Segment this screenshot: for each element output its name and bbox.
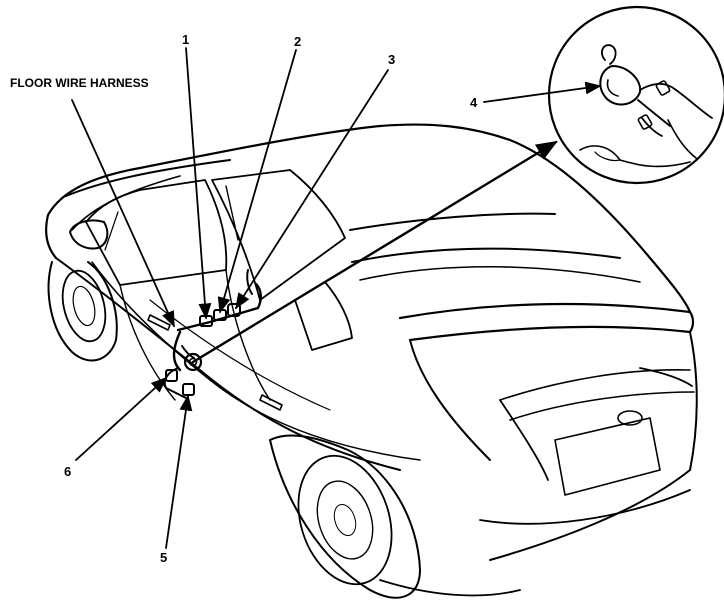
leader-lines (71, 47, 602, 549)
callout-1: 1 (182, 32, 189, 47)
connector-6 (165, 369, 178, 382)
ground-terminal (183, 352, 203, 372)
floor-wire-harness (163, 269, 262, 399)
callout-4: 4 (470, 95, 478, 110)
callout-5: 5 (160, 550, 167, 565)
callout-3: 3 (388, 52, 395, 67)
callout-6: 6 (64, 464, 71, 479)
rear-wheel (269, 434, 421, 599)
floor-wire-harness-label: FLOOR WIRE HARNESS (10, 76, 149, 90)
car-body (45, 123, 698, 597)
connector-5 (182, 383, 195, 396)
front-wheel (47, 261, 118, 362)
callout-2: 2 (294, 34, 301, 49)
detail-inset (547, 5, 724, 185)
